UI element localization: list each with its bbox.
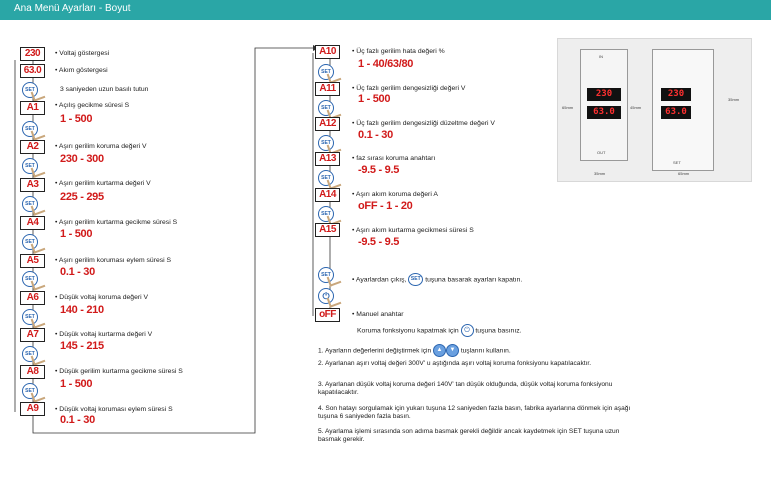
a7-range: 145 - 215 (60, 340, 104, 352)
label-out: OUT (597, 150, 606, 155)
code-off: oFF (315, 308, 340, 322)
set-button[interactable]: SET (22, 158, 38, 174)
page-title: Ana Menü Ayarları - Boyut (14, 3, 131, 14)
dim-depth: 45mm (630, 105, 642, 110)
code-voltage-display: 230 (20, 47, 45, 61)
code-a14: A14 (315, 188, 340, 202)
code-a1: A1 (20, 101, 45, 115)
side-display-top: 230 (661, 88, 691, 101)
code-a4: A4 (20, 216, 45, 230)
note-2: 2. Ayarlanan aşırı voltaj değeri 300V' u… (318, 360, 592, 367)
a11-label: • Üç fazlı gerilim dengesizliği değeri V (352, 85, 466, 92)
down-arrow-icon[interactable]: ▼ (445, 344, 459, 357)
device-side: 230 63.0 SET (652, 49, 714, 171)
set-button[interactable]: SET (22, 309, 38, 325)
label-in: IN (599, 54, 603, 59)
set-button[interactable]: SET (318, 267, 334, 283)
code-a13: A13 (315, 152, 340, 166)
a5-range: 0.1 - 30 (60, 266, 95, 278)
a10-range: 1 - 40/63/80 (358, 58, 414, 70)
set-button-inline[interactable]: SET (408, 273, 424, 286)
set-button[interactable]: SET (318, 170, 334, 186)
code-a8: A8 (20, 365, 45, 379)
a8-range: 1 - 500 (60, 378, 93, 390)
a13-range: -9.5 - 9.5 (358, 164, 400, 176)
off-instruction: Koruma fonksiyonu kapatmak için ⏻ tuşuna… (357, 324, 522, 337)
device-front: IN 230 63.0 OUT (580, 49, 628, 161)
note-3: 3. Ayarlanan düşük voltaj koruma değeri … (318, 381, 613, 396)
a15-label: • Aşırı akım kurtarma gecikmesi süresi S (352, 227, 474, 234)
set-button[interactable]: SET (22, 82, 38, 98)
a12-range: 0.1 - 30 (358, 129, 393, 141)
code-a7: A7 (20, 328, 45, 342)
device-photo: IN 230 63.0 OUT 65mm 35mm 230 63.0 SET 4… (557, 38, 752, 182)
set-button[interactable]: SET (318, 64, 334, 80)
set-button[interactable]: SET (22, 121, 38, 137)
a3-label: • Aşırı gerilim kurtarma değeri V (55, 180, 151, 187)
code-a5: A5 (20, 254, 45, 268)
dim-height-right: 35mm (728, 97, 740, 102)
a1-label: • Açılış gecikme süresi S (55, 102, 130, 109)
a9-range: 0.1 - 30 (60, 414, 95, 426)
code-a15: A15 (315, 223, 340, 237)
set-button[interactable]: SET (318, 206, 334, 222)
power-button[interactable]: ⏻ (318, 288, 334, 304)
a8-label: • Düşük gerilim kurtarma gecikme süresi … (55, 368, 183, 375)
a7-label: • Düşük voltaj kurtarma değeri V (55, 331, 153, 338)
code-a10: A10 (315, 45, 340, 59)
power-icon[interactable]: ⏻ (460, 324, 474, 337)
note-4: 4. Son hatayı sorgulamak için yukarı tuş… (318, 405, 631, 420)
dim-width-left: 35mm (594, 171, 606, 176)
a15-range: -9.5 - 9.5 (358, 236, 400, 248)
set-button[interactable]: SET (22, 271, 38, 287)
code-a12: A12 (315, 117, 340, 131)
a12-label: • Üç fazlı gerilim dengesizliği düzeltme… (352, 120, 495, 127)
exit-instruction: • Ayarlardan çıkış, SET tuşuna basarak a… (352, 273, 522, 286)
label-set: SET (673, 160, 681, 165)
a4-label: • Aşırı gerilim kurtarma gecikme süresi … (55, 219, 178, 226)
note-5: 5. Ayarlama işlemi sırasında son adıma b… (318, 428, 620, 443)
set-button[interactable]: SET (22, 196, 38, 212)
hold-instruction: 3 saniyeden uzun basılı tutun (60, 86, 149, 93)
up-arrow-icon[interactable]: ▲ (432, 344, 446, 357)
a6-label: • Düşük voltaj koruma değeri V (55, 294, 149, 301)
code-current-display: 63.0 (20, 64, 45, 78)
set-button[interactable]: SET (318, 135, 334, 151)
display-bottom: 63.0 (587, 106, 621, 119)
a1-range: 1 - 500 (60, 113, 93, 125)
display-top: 230 (587, 88, 621, 101)
a14-range: oFF - 1 - 20 (358, 200, 413, 212)
page-header: Ana Menü Ayarları - Boyut (0, 0, 771, 20)
code-a11: A11 (315, 82, 340, 96)
note-1: 1. Ayarların değerlerini değiştirmek içi… (318, 344, 638, 357)
a6-range: 140 - 210 (60, 304, 104, 316)
manual-switch-label: • Manuel anahtar (352, 311, 404, 318)
voltage-display-label: • Voltaj göstergesi (55, 50, 110, 57)
code-a9: A9 (20, 402, 45, 416)
code-a3: A3 (20, 178, 45, 192)
dim-height-left: 65mm (562, 105, 574, 110)
set-button[interactable]: SET (22, 234, 38, 250)
a13-label: • faz sırası koruma anahtarı (352, 155, 436, 162)
a2-range: 230 - 300 (60, 153, 104, 165)
side-display-bottom: 63.0 (661, 106, 691, 119)
set-button[interactable]: SET (22, 383, 38, 399)
a4-range: 1 - 500 (60, 228, 93, 240)
a9-label: • Düşük voltaj koruması eylem süresi S (55, 406, 173, 413)
code-a6: A6 (20, 291, 45, 305)
current-display-label: • Akım göstergesi (55, 67, 108, 74)
set-button[interactable]: SET (22, 346, 38, 362)
code-a2: A2 (20, 140, 45, 154)
a14-label: • Aşırı akım koruma değeri A (352, 191, 438, 198)
a3-range: 225 - 295 (60, 191, 104, 203)
set-button[interactable]: SET (318, 100, 334, 116)
a11-range: 1 - 500 (358, 93, 391, 105)
a10-label: • Üç fazlı gerilim hata değeri % (352, 48, 445, 55)
a5-label: • Aşırı gerilim koruması eylem süresi S (55, 257, 172, 264)
dim-width-right: 65mm (678, 171, 690, 176)
a2-label: • Aşırı gerilim koruma değeri V (55, 143, 147, 150)
